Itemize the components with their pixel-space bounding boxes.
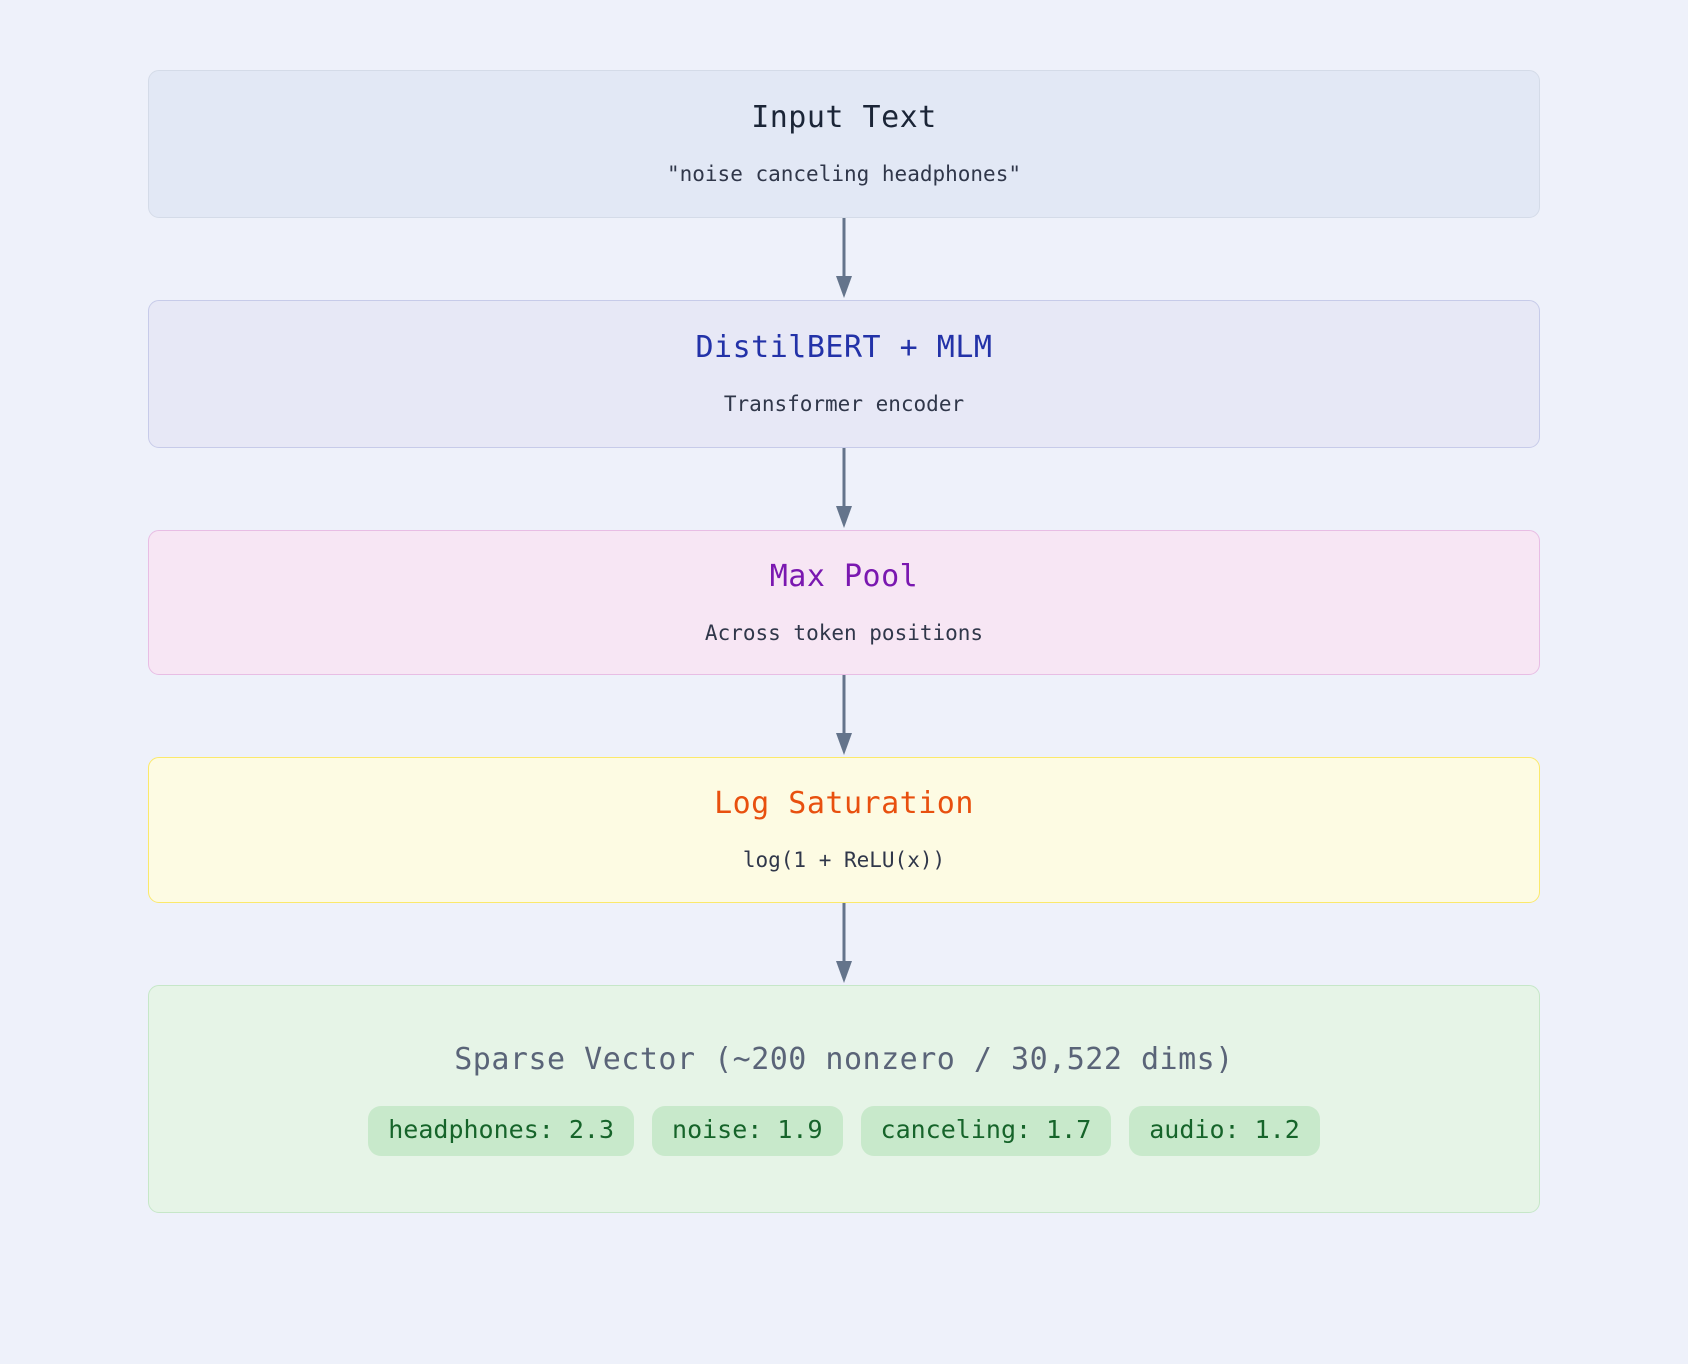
node-max-pool: Max Pool Across token positions [148, 530, 1540, 675]
node-subtitle: Transformer encoder [723, 392, 965, 417]
edge-input-to-distilbert [148, 218, 1540, 300]
edge-distilbert-to-maxpool [148, 448, 1540, 530]
list-item: canceling: 1.7 [860, 1106, 1112, 1156]
list-item: noise: 1.9 [652, 1106, 843, 1156]
token-weight-list: headphones: 2.3 noise: 1.9 canceling: 1.… [368, 1106, 1320, 1156]
node-log-saturation: Log Saturation log(1 + ReLU(x)) [148, 757, 1540, 903]
list-item: headphones: 2.3 [368, 1106, 635, 1156]
node-sparse-vector: Sparse Vector (~200 nonzero / 30,522 dim… [148, 985, 1540, 1213]
edge-maxpool-to-logsaturation [148, 675, 1540, 757]
list-item: audio: 1.2 [1129, 1106, 1320, 1156]
node-title: Input Text [751, 100, 937, 136]
node-title: Sparse Vector (~200 nonzero / 30,522 dim… [454, 1042, 1234, 1078]
node-distilbert-mlm: DistilBERT + MLM Transformer encoder [148, 300, 1540, 448]
node-title: Log Saturation [714, 786, 974, 822]
edge-logsaturation-to-sparsevector [148, 903, 1540, 985]
node-subtitle: log(1 + ReLU(x)) [742, 848, 946, 873]
node-title: Max Pool [769, 558, 919, 594]
node-subtitle: Across token positions [704, 620, 984, 645]
node-input-text: Input Text "noise canceling headphones" [148, 70, 1540, 218]
node-title: DistilBERT + MLM [695, 330, 993, 366]
node-subtitle: "noise canceling headphones" [666, 162, 1021, 187]
